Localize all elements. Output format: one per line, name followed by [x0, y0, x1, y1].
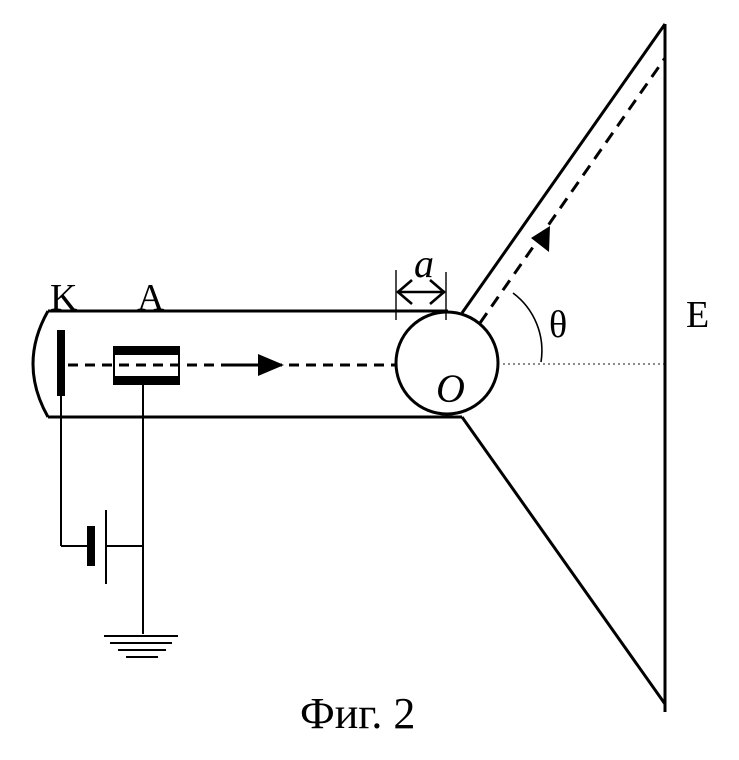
cathode-plate [57, 330, 65, 396]
scattered-beam-arrowhead [531, 226, 550, 252]
incident-beam-arrowhead [258, 354, 284, 376]
gap-left-arrow [396, 279, 413, 305]
cone-lower-wall [460, 416, 667, 705]
gap-dimension [395, 270, 447, 320]
gap-label: a [414, 241, 434, 286]
cone-upper-wall [460, 23, 667, 314]
center-label: O [436, 366, 465, 411]
tube-end-cap [31, 310, 50, 418]
ground-symbol [104, 635, 178, 658]
cathode-label: K [50, 277, 78, 319]
tube-neck [31, 309, 462, 419]
anode-upper-plate [113, 346, 180, 355]
gap-right-arrow [429, 279, 446, 305]
battery-negative-plate [87, 526, 95, 566]
figure-caption: Фиг. 2 [300, 689, 415, 738]
angle-arc [512, 292, 543, 363]
angle-label: θ [549, 304, 567, 346]
anode-lower-plate [113, 376, 180, 385]
anode-label: A [137, 277, 165, 319]
screen-label: E [686, 294, 709, 336]
supply-circuit [60, 385, 144, 634]
scattered-beam [478, 57, 667, 324]
target-sphere [394, 310, 500, 416]
screen-cone [460, 23, 667, 712]
